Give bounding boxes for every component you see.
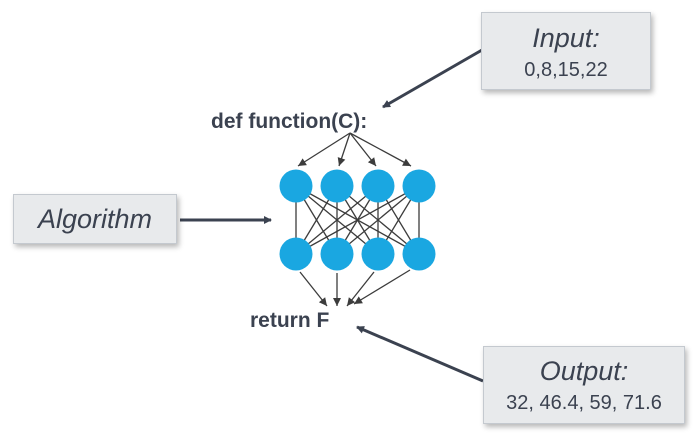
output-title: Output: [539,356,629,386]
network-node [402,237,436,271]
network-node [279,169,313,203]
input-callout: Input: 0,8,15,22 [481,12,651,90]
input-arrow [382,48,483,109]
network-node [320,169,354,203]
network-node [402,169,436,203]
network-node [361,169,395,203]
network-edge [336,185,420,255]
output-converge-arrowhead [354,296,363,304]
input-fan-arrow-shaft [297,132,351,167]
network-edge [295,185,420,255]
output-converge-arrow-shaft [353,269,411,305]
input-values: 0,8,15,22 [524,59,608,81]
algorithm-title: Algorithm [37,204,153,234]
input-fan-arrowhead [402,158,411,166]
output-converge-arrowhead [333,298,341,306]
output-arrow [356,325,484,383]
return-statement-label: return F [250,309,330,332]
input-fan-arrowhead [337,157,346,166]
input-fan-arrowhead [298,158,307,166]
network-node [320,237,354,271]
output-converge-arrowhead [347,297,356,306]
algorithm-callout: Algorithm [13,194,177,244]
function-definition-label: def function(C): [211,110,368,133]
network-node [279,237,313,271]
input-title: Input: [532,23,600,53]
output-callout: Output: 32, 46.4, 59, 71.6 [483,346,685,424]
network-node [361,237,395,271]
network-edge [295,185,379,255]
network-connections [295,185,420,255]
arrows [180,48,484,383]
input-fan-arrowhead [367,157,376,166]
network-nodes [279,169,436,271]
output-converge-arrowhead [318,297,327,306]
output-values: 32, 46.4, 59, 71.6 [506,392,662,414]
input-fan-arrow-shaft [349,132,412,167]
